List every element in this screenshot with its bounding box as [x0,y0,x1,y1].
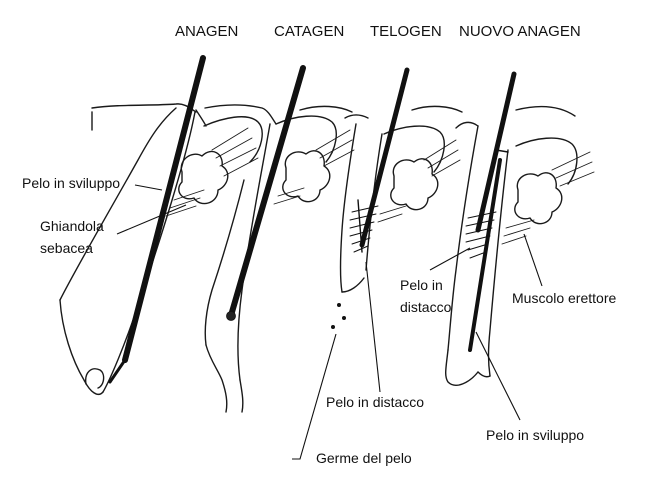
label-pelo-in-distacco-center: Pelo in distacco [326,394,424,410]
label-muscolo-erettore: Muscolo erettore [512,290,616,306]
leader-pelo-in-sviluppo-left [134,184,163,191]
label-pelo-in-sviluppo-right: Pelo in sviluppo [486,427,584,443]
leader-muscolo-erettore [523,233,543,287]
follicle-telogen [331,67,461,329]
leader-pelo-in-distacco-right [429,247,471,271]
club-hair-telogen [349,199,379,253]
follicle-anagen [59,55,263,396]
label-ghiandola-line1: Ghiandola [40,218,104,234]
stage-title-nuovo-anagen: NUOVO ANAGEN [459,23,581,40]
leader-ghiandola-sebacea [116,204,187,235]
stage-title-catagen: CATAGEN [274,23,344,40]
leader-pelo-in-distacco-center [365,261,381,393]
label-sebacea-line2: sebacea [40,240,93,256]
hair-shaft-catagen [229,65,306,315]
sebaceous-gland-catagen [282,150,331,203]
hair-shaft-old-nuovo-anagen [475,71,517,233]
germ-dot [342,316,346,320]
label-distacco-line2: distacco [400,299,452,315]
germ-dot [337,303,341,307]
stage-title-anagen: ANAGEN [175,23,238,40]
stage-title-telogen: TELOGEN [370,23,442,40]
follicle-catagen [204,65,355,413]
hair-shaft-new-nuovo-anagen [468,158,502,352]
leader-pelo-in-sviluppo-right [475,331,521,421]
leader-lines [116,184,543,460]
hair-shaft-telogen [359,67,410,248]
label-germe-del-pelo: Germe del pelo [316,450,412,466]
sebaceous-gland-telogen [390,158,439,211]
follicle-nuovo-anagen [445,71,595,386]
hair-shaft-anagen [122,55,206,363]
leader-germe-del-pelo [292,333,337,460]
label-pelo-in-line1: Pelo in [400,277,443,293]
sebaceous-gland-nuovo-anagen [514,172,563,225]
sebaceous-gland-anagen [178,150,229,205]
label-pelo-in-sviluppo-left: Pelo in sviluppo [22,175,120,191]
germ-dot [331,325,335,329]
